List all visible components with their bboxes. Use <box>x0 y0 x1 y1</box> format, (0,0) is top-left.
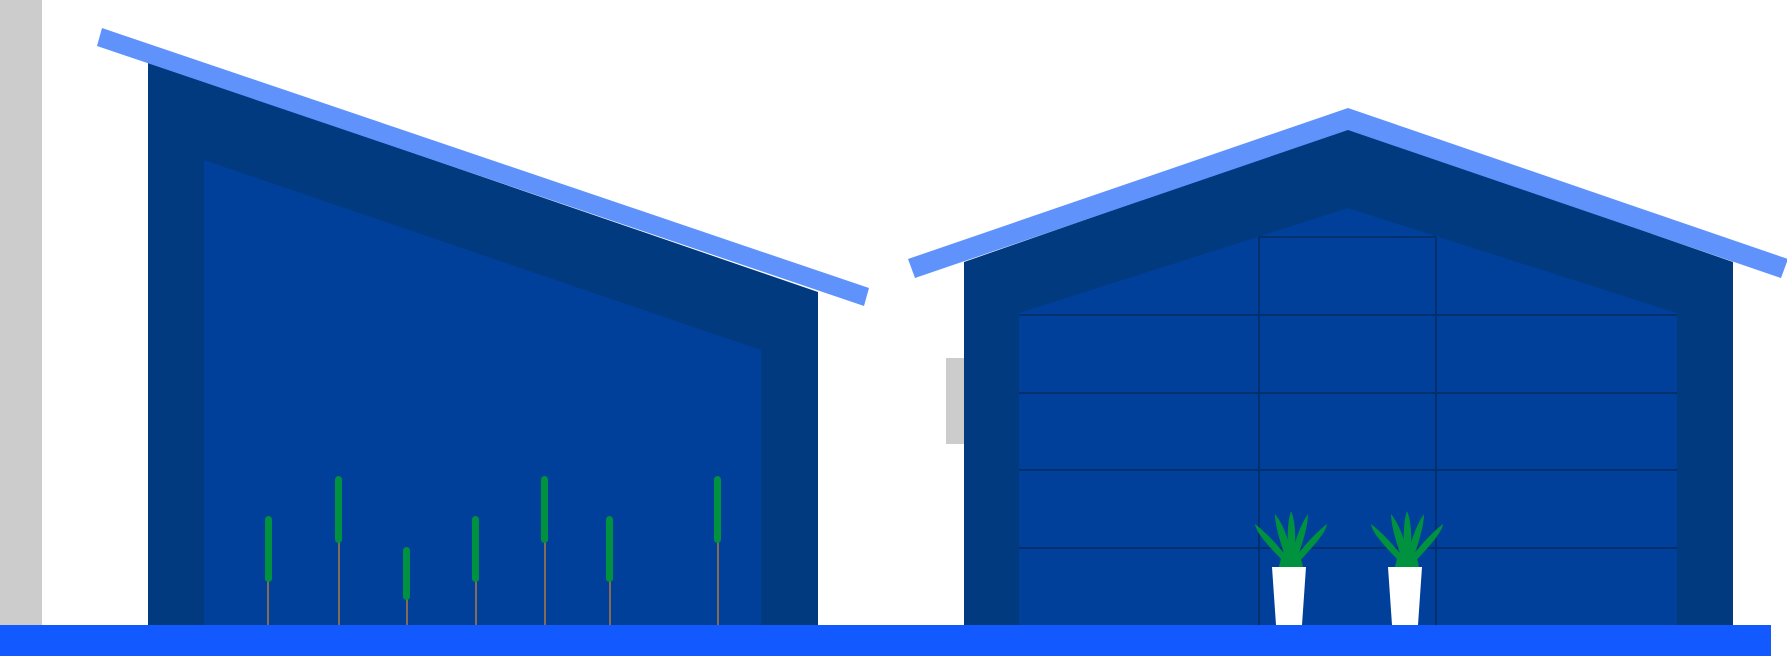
right-building <box>908 108 1787 625</box>
potted-plant <box>1255 511 1327 625</box>
reed-plant <box>606 516 613 625</box>
reed-head <box>403 547 410 600</box>
left-side-post <box>0 0 42 625</box>
reed-head <box>265 516 272 582</box>
reed-head <box>335 476 342 543</box>
reed-plant <box>472 516 479 625</box>
reed-head <box>606 516 613 582</box>
reed-plants <box>265 476 721 625</box>
left-building <box>97 28 869 625</box>
left-building-roof-trim <box>97 28 869 306</box>
reed-head <box>541 476 548 543</box>
window-grid <box>1019 236 1677 625</box>
ground-strip <box>0 625 1771 656</box>
plant-pot <box>1388 567 1422 625</box>
reed-plant <box>403 547 410 625</box>
reed-plant <box>265 516 272 625</box>
potted-plant <box>1371 511 1443 625</box>
reed-head <box>472 516 479 582</box>
reed-plant <box>541 476 548 625</box>
reed-plant <box>714 476 721 625</box>
middle-side-post <box>946 358 968 444</box>
reed-head <box>714 476 721 543</box>
right-building-window <box>1019 208 1677 625</box>
left-building-window <box>204 160 761 625</box>
plant-leaves <box>1371 511 1443 567</box>
reed-plant <box>335 476 342 625</box>
plant-leaves <box>1255 511 1327 567</box>
plant-pot <box>1272 567 1306 625</box>
